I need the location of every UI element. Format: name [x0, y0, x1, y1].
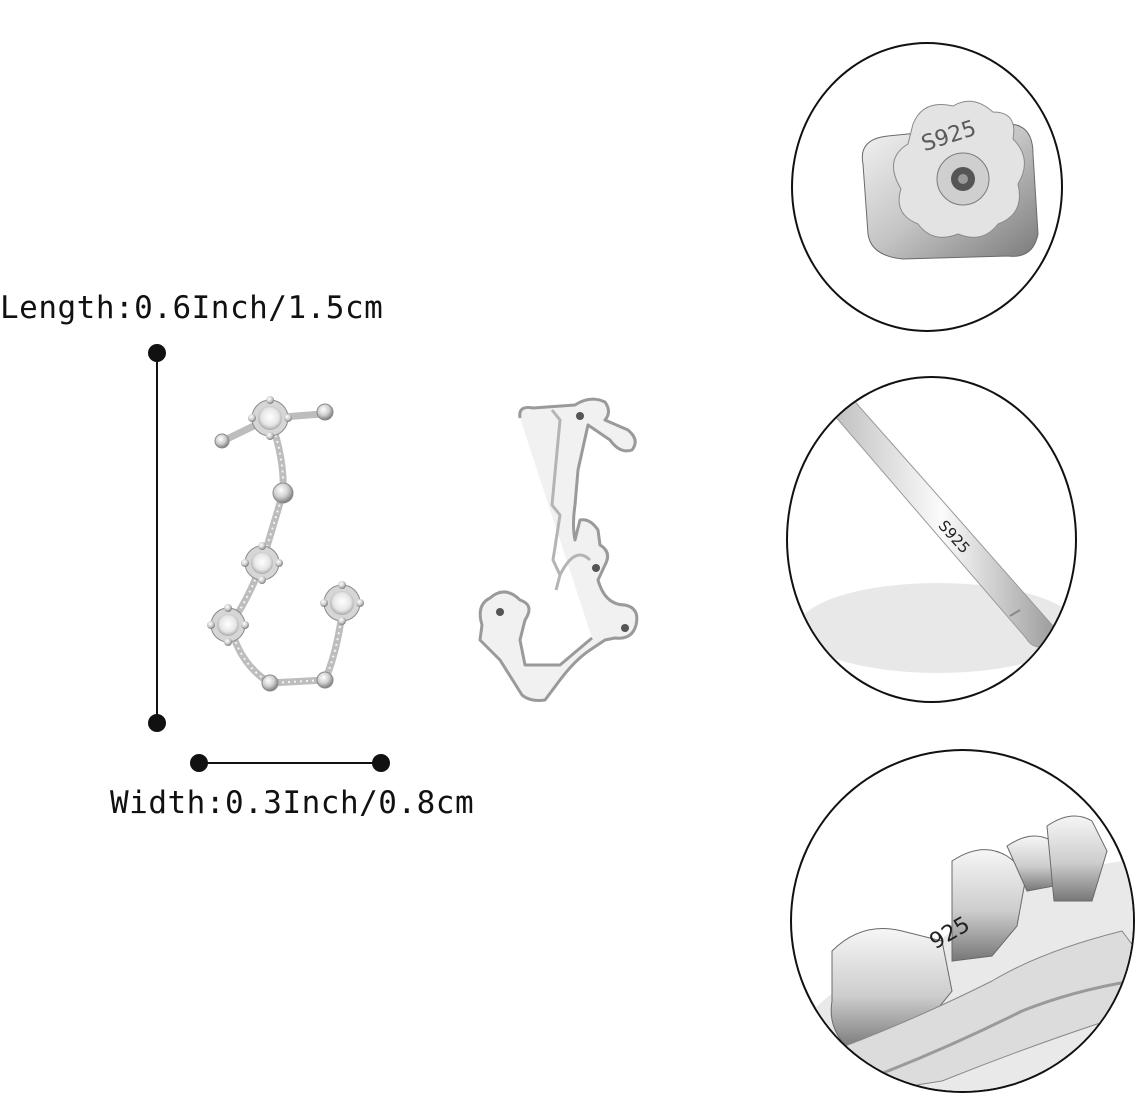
post-detail: S925	[786, 376, 1077, 703]
length-label: Length:0.6Inch/1.5cm	[0, 290, 384, 326]
earring-back	[478, 397, 639, 702]
length-dimension-line	[148, 344, 166, 732]
earring-front	[207, 396, 364, 692]
earring-back-image	[861, 100, 1039, 260]
product-stage	[148, 344, 639, 772]
post-image	[798, 395, 1075, 673]
width-label: Width:0.3Inch/0.8cm	[110, 785, 475, 821]
earring-back-detail: S925	[791, 42, 1063, 332]
width-dimension-line	[190, 754, 390, 772]
setting-image	[792, 815, 1133, 1091]
setting-detail: 925	[790, 749, 1135, 1093]
